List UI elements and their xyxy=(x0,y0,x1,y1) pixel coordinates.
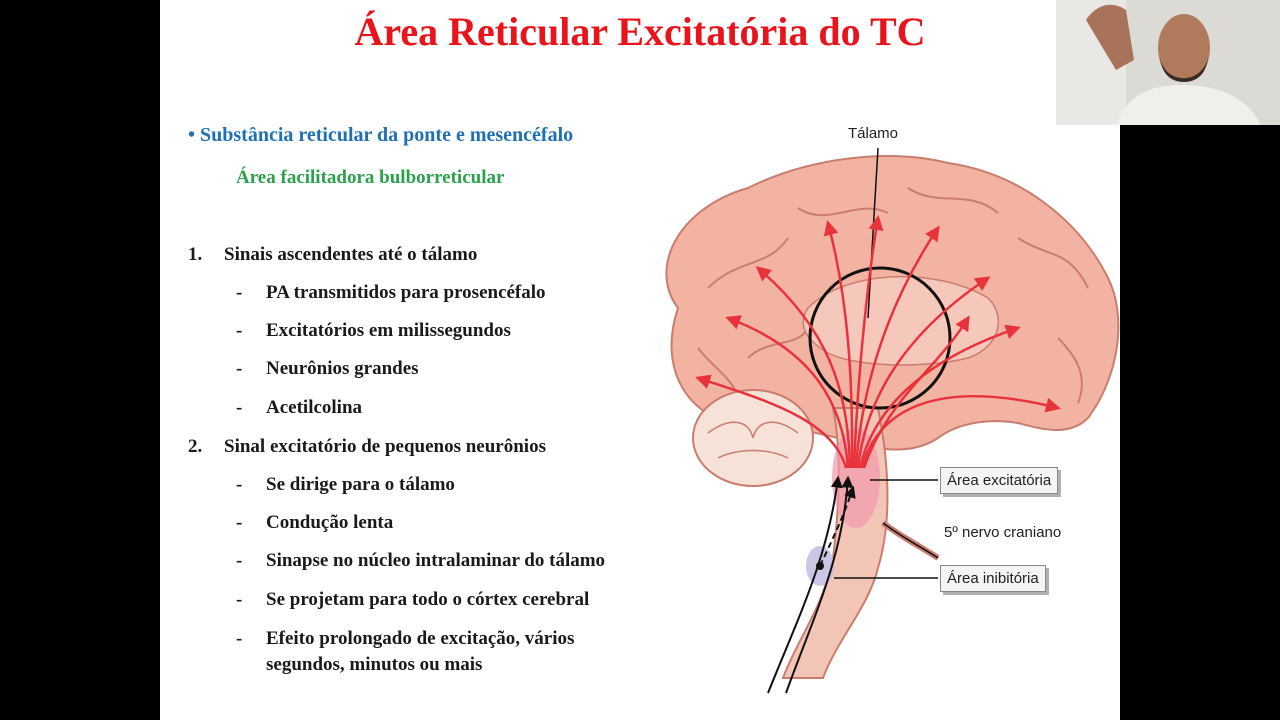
label-nervo-craniano: 5º nervo craniano xyxy=(944,524,1062,541)
dash: - xyxy=(236,589,243,610)
label-talamo: Tálamo xyxy=(848,125,899,142)
dash: - xyxy=(236,474,243,495)
sub-item-text: Efeito prolongado de excitação, vários xyxy=(266,628,575,649)
dash: - xyxy=(236,512,243,533)
sub-item-text: Condução lenta xyxy=(266,512,394,533)
bullet-heading: • Substância reticular da ponte e mesenc… xyxy=(188,124,574,146)
list-text: Sinal excitatório de pequenos neurônios xyxy=(224,436,546,457)
dash: - xyxy=(236,358,243,379)
dash: - xyxy=(236,282,243,303)
sub-item-text: segundos, minutos ou mais xyxy=(266,654,483,675)
slide-title: Área Reticular Excitatória do TC xyxy=(354,9,926,54)
sub-item-text: Se dirige para o tálamo xyxy=(266,474,455,495)
label-area-inibitoria: Área inibitória xyxy=(940,565,1046,592)
sub-item-text: PA transmitidos para prosencéfalo xyxy=(266,282,546,303)
dash: - xyxy=(236,550,243,571)
list-number: 1. xyxy=(188,244,203,265)
list-text: Sinais ascendentes até o tálamo xyxy=(224,244,478,265)
sub-item-text: Acetilcolina xyxy=(266,397,363,418)
dash: - xyxy=(236,320,243,341)
subheading: Área facilitadora bulborreticular xyxy=(236,167,505,188)
dash: - xyxy=(236,397,243,418)
slide: Área Reticular Excitatória do TC • Subst… xyxy=(160,0,1120,720)
sub-item-text: Se projetam para todo o córtex cerebral xyxy=(266,589,590,610)
brain-illustration xyxy=(665,147,1120,694)
label-area-excitatoria: Área excitatória xyxy=(940,467,1059,494)
text-column: • Substância reticular da ponte e mesenc… xyxy=(188,124,640,684)
sub-item-text: Sinapse no núcleo intralaminar do tálamo xyxy=(266,550,606,571)
sub-item-text: Excitatórios em milissegundos xyxy=(266,320,511,341)
list-number: 2. xyxy=(188,436,203,457)
dash: - xyxy=(236,628,243,649)
brain-diagram: Tálamo Área excitatória 5º nervo cranian… xyxy=(638,118,1120,698)
webcam-video xyxy=(1056,0,1280,125)
thalamus-circle xyxy=(808,266,952,410)
presenter-avatar xyxy=(1056,0,1280,125)
sub-item-text: Neurônios grandes xyxy=(266,358,419,379)
